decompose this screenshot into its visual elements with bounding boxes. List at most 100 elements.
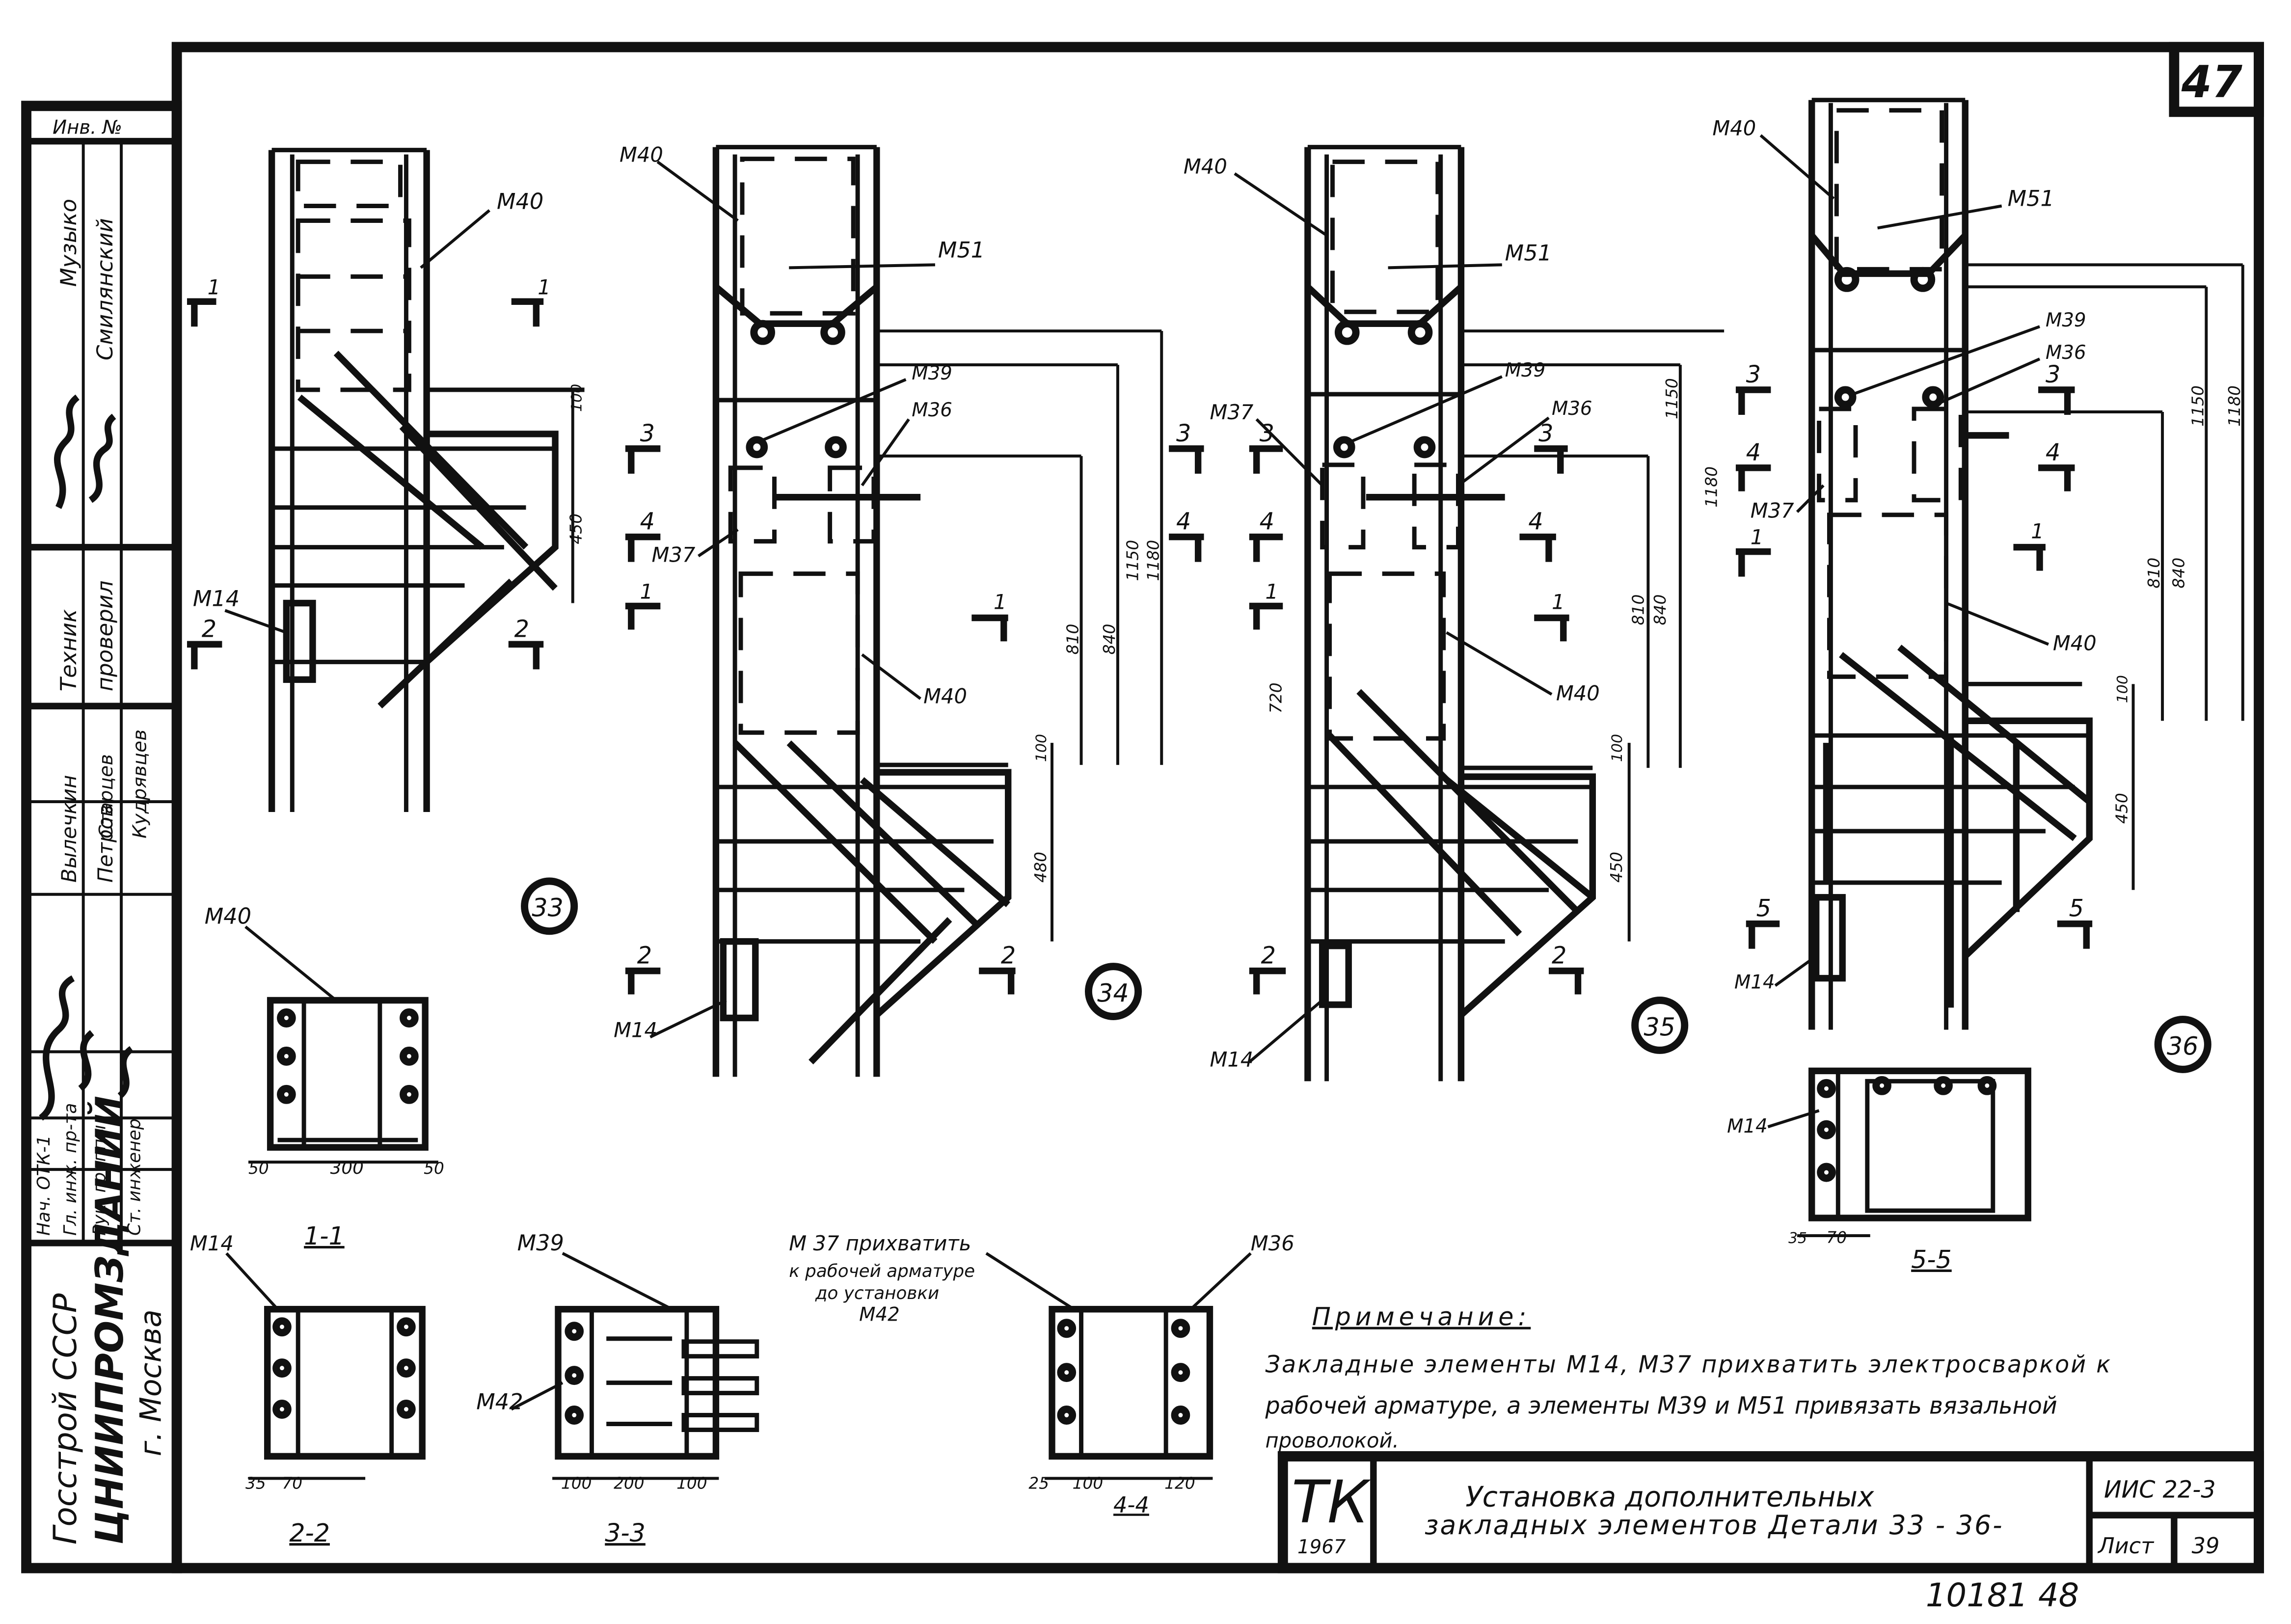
d35-label-m14: М14 (1210, 1047, 1253, 1071)
d34-dim-810: 810 (1064, 623, 1082, 654)
general-note: Примечание: Закладные элементы М14, М37 … (1265, 1302, 2112, 1453)
d34-dim-100: 100 (1033, 734, 1050, 762)
d36-label-m40: М40 (1712, 116, 1756, 140)
d34-dim-480: 480 (1031, 852, 1050, 883)
s55-m14-label: М14 (1727, 1115, 1768, 1137)
s55-dim-35: 35 (1788, 1230, 1807, 1247)
section-cut-markers: 1 1 2 2 3 4 1 2 1 2 3 4 3 4 1 2 3 4 1 2 … (187, 275, 2093, 995)
title-logo: ТК (1292, 1468, 1371, 1537)
note-line-1: Закладные элементы М14, М37 прихватить э… (1266, 1351, 2112, 1378)
s11-m40-label: М40 (205, 903, 251, 929)
s33-dim-100b: 100 (676, 1474, 707, 1492)
stamp-role-senior-engineer: Ст. инженер (125, 1118, 145, 1236)
s44-title: 4-4 (1113, 1491, 1149, 1517)
d35-dim-100: 100 (1609, 734, 1626, 762)
d36-dim-450: 450 (2113, 793, 2131, 824)
s33-dim-100a: 100 (561, 1474, 592, 1492)
d34-label-m51: М51 (938, 237, 985, 263)
title-year: 1967 (1297, 1536, 1346, 1558)
s11-dim-300: 300 (330, 1158, 364, 1178)
s44-m37-note-2: к рабочей арматуре (789, 1261, 975, 1281)
d35-label-m40-mid: М40 (1556, 681, 1600, 705)
detail-33-badge: 33 (521, 877, 578, 935)
d33-label-m40: М40 (497, 188, 543, 214)
stamp-name-vylechkin: Вылечкин (57, 775, 81, 883)
detail-34-badge: 34 (1084, 963, 1142, 1020)
d34-dim-1180: 1180 (1144, 540, 1162, 581)
stamp-name-muzyko: Музыко (55, 199, 81, 287)
inv-no-label: Инв. № (53, 117, 122, 139)
side-stamp: Инв. № Музыко Смилянский Техник проверил… (26, 117, 177, 1544)
d33-dim-450: 450 (567, 514, 586, 544)
title-sheet-label: Лист (2097, 1533, 2155, 1559)
svg-text:2: 2 (637, 942, 652, 969)
detail-36-badge: 36 (2154, 1015, 2211, 1073)
d34-dim-840: 840 (1100, 623, 1119, 654)
s22-dim-35: 35 (245, 1474, 266, 1492)
detail-33-number: 33 (532, 893, 563, 922)
sheet-number: 47 (2181, 56, 2243, 108)
section-4-4: М 37 прихватить к рабочей арматуре до ус… (789, 1231, 1294, 1518)
d34-label-m37: М37 (651, 542, 695, 567)
title-sheet-number: 39 (2192, 1533, 2220, 1559)
svg-text:1: 1 (994, 590, 1007, 614)
svg-text:3: 3 (640, 420, 655, 447)
s44-m37-note-3: до установки (815, 1283, 939, 1303)
d35-label-m36: М36 (1552, 398, 1592, 420)
s44-dim-100: 100 (1073, 1474, 1103, 1492)
signature-1 (54, 394, 116, 509)
svg-text:1: 1 (1266, 579, 1279, 603)
s22-title: 2-2 (289, 1518, 330, 1547)
svg-text:3: 3 (1538, 420, 1553, 447)
d36-dim-1150: 1150 (2189, 385, 2208, 427)
d35-dim-1150: 1150 (1663, 378, 1681, 419)
stamp-role-technician: Техник (55, 609, 81, 691)
s33-dim-200: 200 (614, 1474, 644, 1492)
s55-title: 5-5 (1911, 1245, 1952, 1274)
stamp-name-petrov: Петров (93, 805, 117, 883)
s44-m36-label: М36 (1251, 1231, 1294, 1255)
svg-text:5: 5 (1756, 895, 1771, 922)
d34-label-m36: М36 (912, 399, 952, 421)
detail-36: М40 М51 М39 М36 М37 М40 М14 810 840 1150… (1712, 98, 2244, 1030)
s11-title: 1-1 (304, 1221, 345, 1250)
d33-label-m14: М14 (193, 585, 240, 611)
stamp-name-kudryavtsev: Кудрявцев (129, 730, 151, 839)
org-gosstroy: Госстрой СССР (47, 1293, 84, 1544)
title-series: ИИС 22-3 (2104, 1476, 2216, 1503)
svg-text:2: 2 (1261, 942, 1276, 969)
d36-label-m39: М39 (2046, 309, 2086, 331)
d36-dim-810: 810 (2145, 558, 2163, 589)
svg-text:4: 4 (2046, 439, 2060, 466)
d36-label-m51: М51 (2008, 185, 2054, 211)
d34-label-m14: М14 (614, 1018, 657, 1042)
org-moscow: г. Москва (135, 1309, 168, 1456)
d36-label-m36: М36 (2046, 342, 2086, 364)
s33-m42-label: М42 (476, 1388, 523, 1414)
bottom-archive-number: 10181 48 (1926, 1577, 2079, 1614)
svg-text:3: 3 (1176, 420, 1191, 447)
s11-dim-50b: 50 (424, 1159, 444, 1178)
sheet-frame (21, 42, 2264, 1573)
d36-dim-840: 840 (2170, 558, 2188, 589)
detail-34-number: 34 (1097, 978, 1129, 1007)
d35-label-m39: М39 (1505, 359, 1546, 381)
detail-33: М40 М14 100 450 (193, 148, 586, 812)
s22-m14-label: М14 (190, 1231, 234, 1255)
d35-label-m37: М37 (1210, 400, 1253, 424)
detail-34: М40 М51 М39 М36 М37 М40 М14 810 840 1150… (614, 142, 1163, 1077)
d36-dim-1180: 1180 (2225, 385, 2244, 427)
d35-dim-720: 720 (1267, 682, 1285, 713)
sheet-number-badge: 47 (2169, 42, 2264, 117)
signature-2 (39, 975, 134, 1121)
detail-35-badge: 35 (1631, 997, 1689, 1054)
stamp-role-head-otk: Нач. ОТК-1 (34, 1135, 54, 1236)
d35-dim-810: 810 (1629, 595, 1648, 625)
title-block: ТК 1967 Установка дополнительных закладн… (1277, 1451, 2264, 1573)
s33-title: 3-3 (605, 1518, 646, 1547)
stamp-name-startsev: Старцев (95, 754, 117, 839)
detail-36-number: 36 (2167, 1031, 2198, 1060)
d34-label-m40-mid: М40 (923, 684, 967, 708)
s44-m37-note-1: М 37 прихватить (789, 1231, 971, 1255)
d36-label-m14: М14 (1734, 971, 1775, 993)
